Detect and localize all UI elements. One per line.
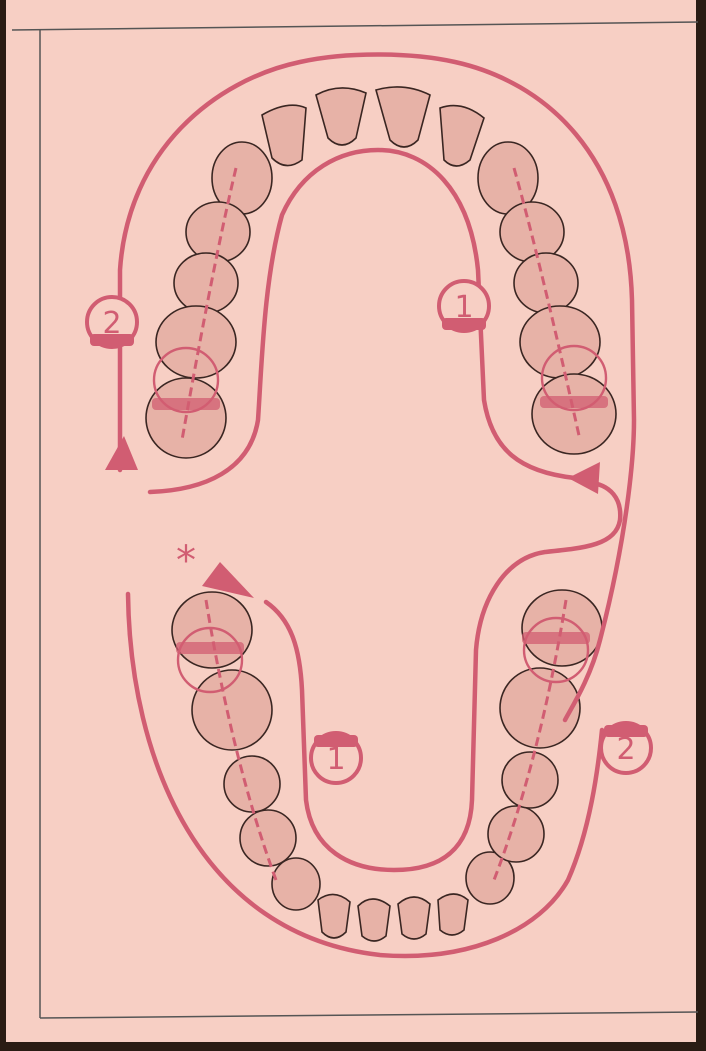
lower-incisor-tooth bbox=[398, 897, 430, 939]
badge-lower-right: 2 bbox=[601, 723, 651, 773]
lower-premolar-tooth bbox=[502, 752, 558, 808]
badge-label: 2 bbox=[102, 306, 121, 341]
upper-premolar-tooth bbox=[500, 202, 564, 262]
lower-incisor-tooth bbox=[358, 899, 390, 941]
upper-premolar-tooth bbox=[174, 253, 238, 313]
lower-incisor-tooth bbox=[318, 894, 350, 938]
lower-canine-tooth bbox=[272, 858, 320, 910]
lower-premolar-tooth bbox=[488, 806, 544, 862]
lower-premolar-tooth bbox=[224, 756, 280, 812]
badge-upper-left: 2 bbox=[87, 297, 137, 347]
badge-label: 1 bbox=[326, 742, 345, 777]
lower-premolar-tooth bbox=[240, 810, 296, 866]
upper-premolar-tooth bbox=[514, 253, 578, 313]
badge-lower-left: 1 bbox=[311, 733, 361, 783]
badge-label: 2 bbox=[616, 732, 635, 767]
badge-upper-right: 1 bbox=[439, 281, 489, 331]
upper-molar-tooth bbox=[520, 306, 600, 378]
lower-incisor-tooth bbox=[438, 894, 468, 935]
badge-label: 1 bbox=[454, 290, 473, 325]
asterisk-marker: * bbox=[176, 538, 196, 584]
